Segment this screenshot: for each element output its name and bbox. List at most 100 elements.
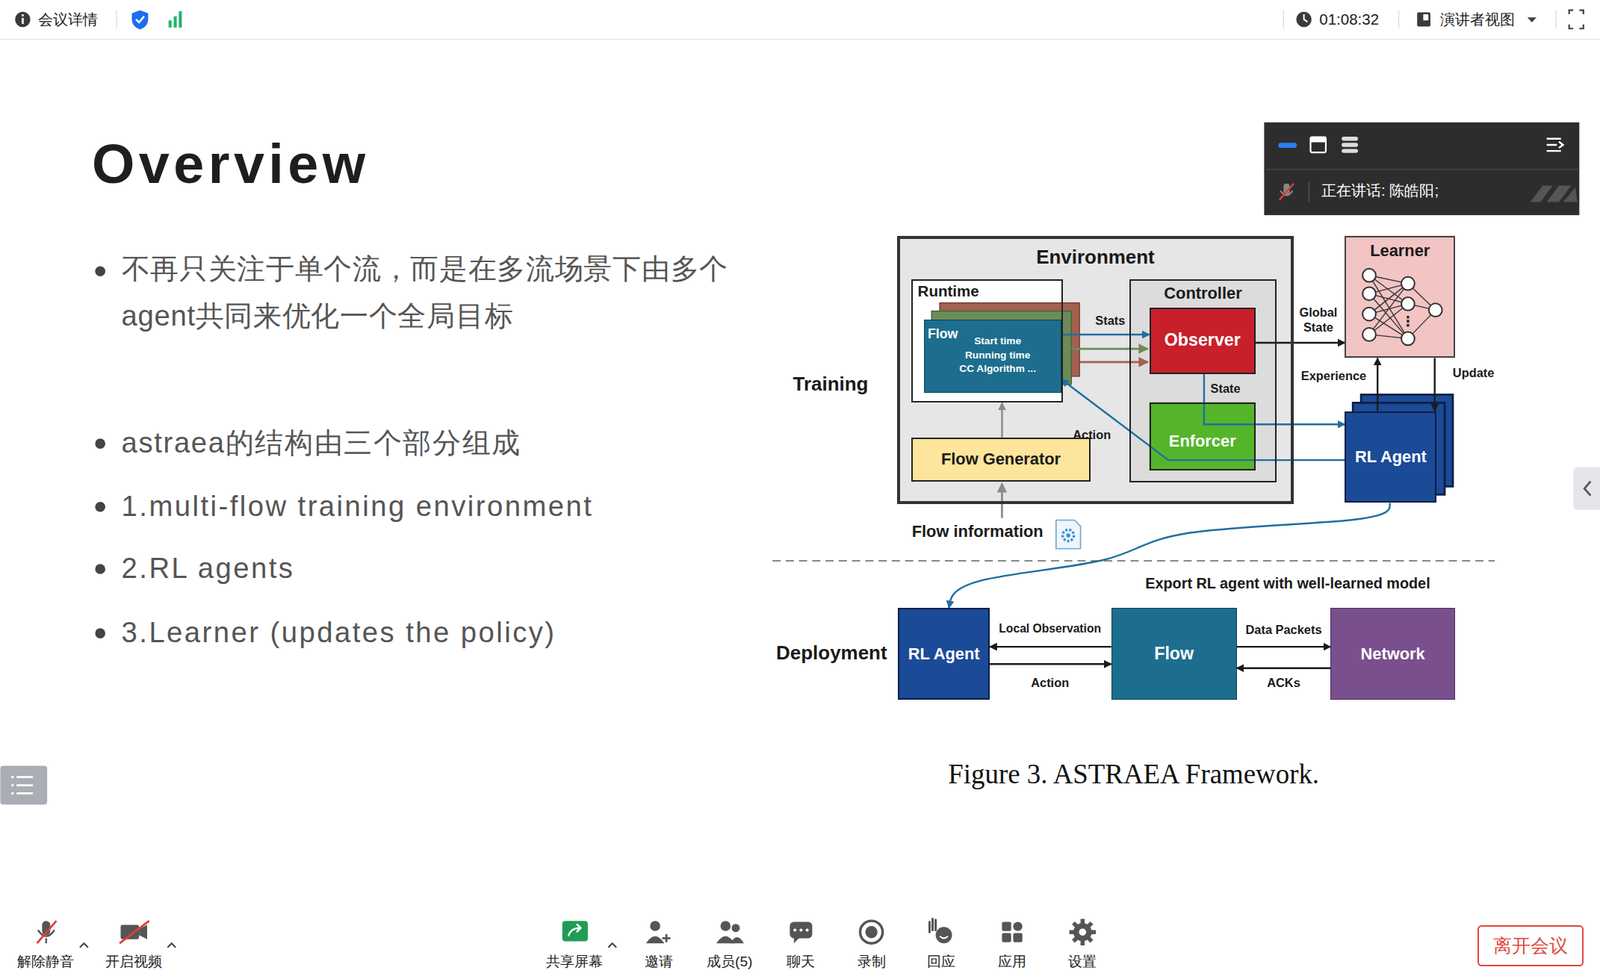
toolbar-icons <box>1012 922 1022 932</box>
box-fills <box>897 122 1580 505</box>
toolbar-icons <box>167 943 176 948</box>
toolbar-icons <box>799 928 803 932</box>
side-tabs <box>0 466 1600 805</box>
toolbar-icons <box>646 936 665 945</box>
toolbar-label: 设置 <box>1068 953 1097 972</box>
bullet-text: 2.RL agents <box>121 550 296 587</box>
top-bar <box>1422 14 1429 21</box>
environment-box-fill <box>897 235 1294 504</box>
toolbar-label: 成员(5) <box>706 953 753 972</box>
neural-network-icon <box>1362 307 1376 322</box>
connector-label: Update <box>1452 364 1495 380</box>
connector <box>1255 342 1346 344</box>
rl-agent-box: RL Agent <box>897 608 990 700</box>
toolbar-label: 聊天 <box>786 953 815 972</box>
controller-box-fill <box>1129 279 1277 483</box>
meeting-info: 会议详情 <box>38 9 98 30</box>
config-file-icon <box>1056 519 1081 549</box>
neural-network-icon <box>1401 277 1415 291</box>
top-bar <box>0 0 1600 40</box>
toolbar-icons <box>730 937 744 944</box>
toolbar-icons <box>608 943 617 948</box>
neural-network-icon <box>1369 304 1409 335</box>
toolbar-icons <box>805 928 809 932</box>
top-bar <box>115 10 117 30</box>
phase-label: Deployment <box>776 640 887 665</box>
bullet-text: astraea的结构由三个部分组成 <box>121 425 522 461</box>
top-bar <box>1398 10 1400 30</box>
toolbar-icons <box>1001 922 1011 932</box>
phase-divider <box>772 560 1495 561</box>
config-file-icon <box>1065 533 1070 538</box>
leave-meeting-button: 离开会议 <box>1477 925 1584 967</box>
top-bar <box>132 10 149 30</box>
toolbar-icons <box>1069 918 1097 946</box>
top-bar <box>1555 10 1556 30</box>
speaker-panel-icons <box>1546 138 1564 151</box>
top-bar <box>1304 14 1308 22</box>
stacked-flow-cards <box>1071 348 1148 351</box>
toolbar-icons <box>649 921 661 932</box>
node-label: Runtime <box>918 282 980 302</box>
side-tabs <box>16 777 33 795</box>
connector-label: ACKs <box>1266 675 1301 691</box>
flow-generator-box: Flow Generator <box>911 437 1091 482</box>
speaker-panel-icons <box>1310 137 1326 153</box>
connector-label: Local Observation <box>998 621 1102 637</box>
node-label: Flow <box>1154 643 1194 665</box>
top-bar <box>1416 11 1431 27</box>
top-bar <box>14 11 30 27</box>
node-label: Controller <box>1163 283 1242 304</box>
figure-caption: Figure 3. ASTRAEA Framework. <box>947 757 1320 792</box>
bullet-dot <box>94 563 106 575</box>
toolbar-icons <box>568 923 581 936</box>
neural-network-icon <box>1362 268 1376 283</box>
toolbar-label: 共享屏幕 <box>546 953 603 972</box>
node-label: RL Agent <box>908 644 981 665</box>
environment-box: EnvironmentRuntimeFlowStart time Running… <box>897 236 1294 505</box>
runtime-box: RuntimeFlowStart time Running time CC Al… <box>911 279 1064 403</box>
toolbar-icons <box>860 921 883 944</box>
toolbar-label: 回应 <box>926 953 956 972</box>
top-bar <box>168 20 172 28</box>
top-bar <box>174 16 178 28</box>
connector <box>989 646 1112 648</box>
runtime-box-fill <box>911 279 1063 403</box>
toolbar-icons <box>119 921 150 944</box>
node-label: Enforcer <box>1169 431 1237 452</box>
toolbar-icons <box>562 921 588 942</box>
toolbar-icons <box>37 918 1097 948</box>
toolbar-icons <box>1078 928 1087 936</box>
connector-label: Global State <box>1295 304 1341 335</box>
flow-box: Flow <box>1111 608 1237 700</box>
neural-network-icon <box>1401 297 1415 311</box>
enforcer-box: Enforcer <box>1149 402 1256 472</box>
speaker-panel-icons <box>1341 136 1358 141</box>
speaker-panel-icons <box>1279 183 1294 201</box>
toolbar-label: 应用 <box>997 953 1027 972</box>
stacked-flow-cards <box>1079 360 1148 364</box>
toolbar-icons <box>79 943 89 948</box>
meeting-timer: 01:08:32 <box>1319 9 1379 30</box>
bullet-text: 不再只关注于单个流，而是在多流场景下由多个agent共同来优化一个全局目标 <box>121 245 750 340</box>
neural-network-icon <box>1407 324 1410 327</box>
top-bar <box>1283 10 1285 30</box>
neural-network-icon <box>1407 315 1410 319</box>
top-bar <box>0 38 1600 40</box>
node-label: Flow <box>927 326 958 343</box>
node-label: RL Agent <box>1354 447 1427 467</box>
top-bar <box>178 11 182 28</box>
connector-label: Action <box>1072 427 1111 443</box>
connector-label: Data Packets <box>1245 622 1323 638</box>
top-bar <box>21 17 24 24</box>
controller-box: ControllerObserverEnforcer <box>1129 279 1277 483</box>
input-label: Flow information <box>912 521 1044 542</box>
node-label: Environment <box>1036 245 1155 269</box>
bullet-dot <box>94 265 106 277</box>
toolbar-label: 解除静音 <box>17 953 74 972</box>
slide-title: Overview <box>91 129 370 199</box>
toolbar-icons <box>662 934 671 943</box>
connector <box>1061 379 1345 461</box>
connector <box>1236 667 1332 670</box>
